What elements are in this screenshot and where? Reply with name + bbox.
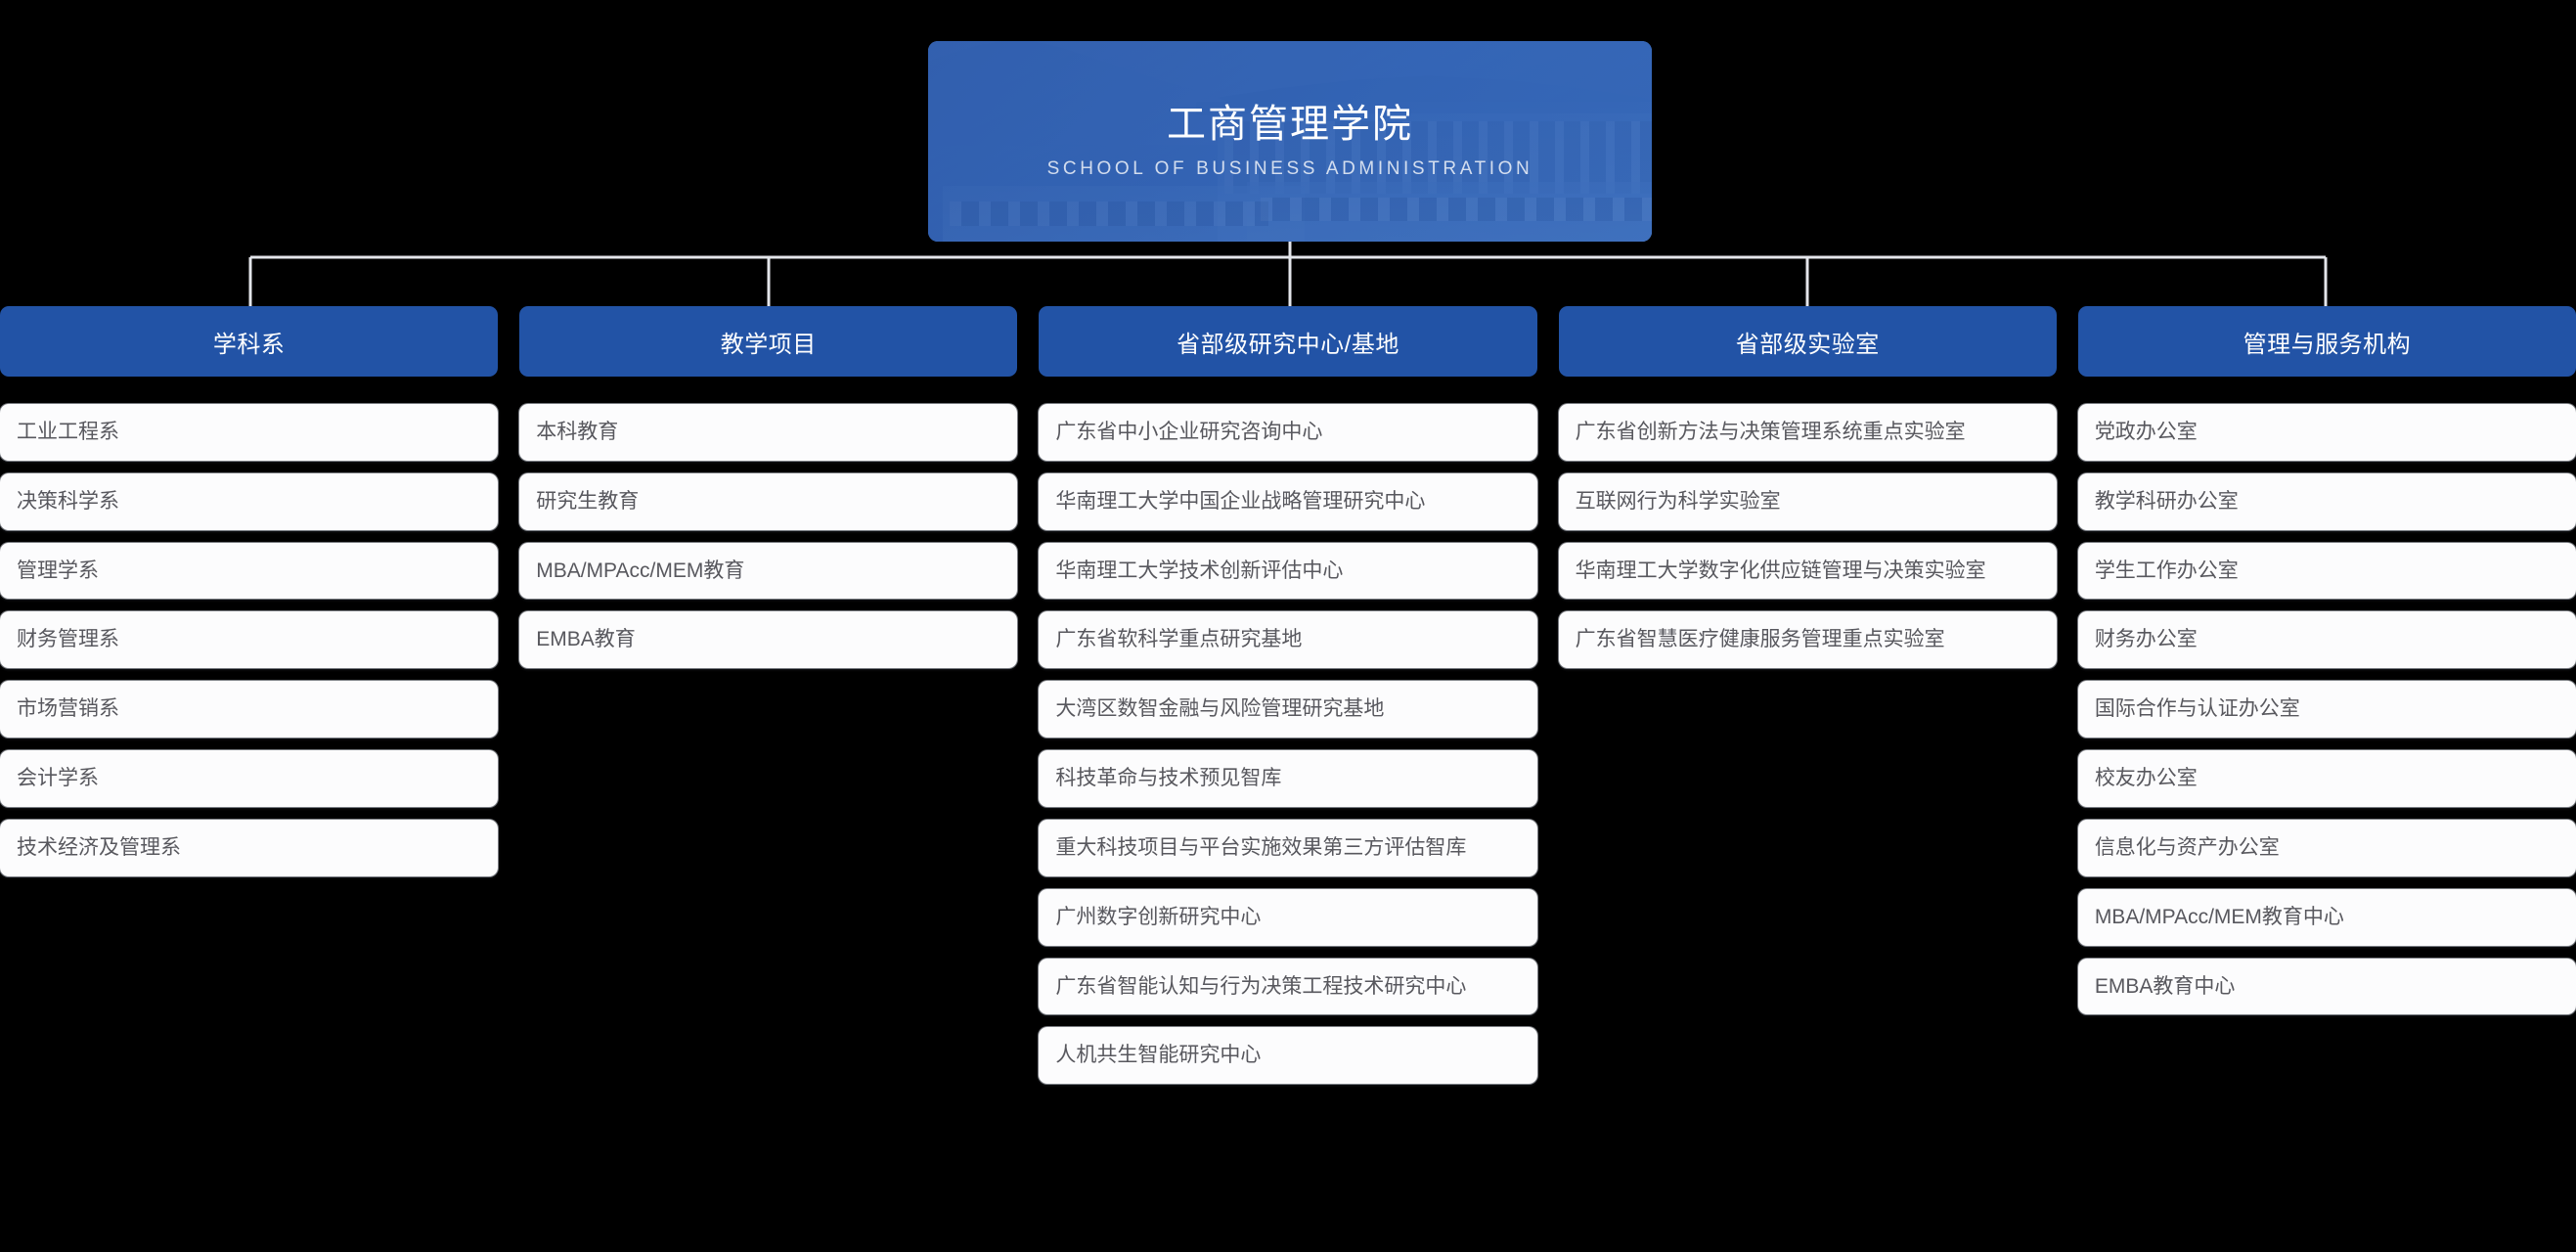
column-header-laboratories[interactable]: 省部级实验室 — [1558, 306, 2057, 377]
list-item[interactable]: 华南理工大学技术创新评估中心 — [1039, 542, 1537, 600]
list-item[interactable]: 管理学系 — [0, 542, 499, 600]
list-item[interactable]: 人机共生智能研究中心 — [1039, 1027, 1537, 1085]
list-item[interactable]: 教学科研办公室 — [2077, 472, 2576, 530]
column-teaching-programs: 教学项目 本科教育 研究生教育 MBA/MPAcc/MEM教育 EMBA教育 — [519, 306, 1018, 1084]
list-item[interactable]: 国际合作与认证办公室 — [2077, 681, 2576, 738]
list-item[interactable]: 广东省创新方法与决策管理系统重点实验室 — [1558, 404, 2057, 461]
column-laboratories: 省部级实验室 广东省创新方法与决策管理系统重点实验室 互联网行为科学实验室 华南… — [1558, 306, 2057, 1084]
photo-blue-tint-overlay — [928, 41, 1652, 242]
root-title-english: SCHOOL OF BUSINESS ADMINISTRATION — [1046, 158, 1533, 179]
column-items-teaching-programs: 本科教育 研究生教育 MBA/MPAcc/MEM教育 EMBA教育 — [519, 404, 1018, 669]
list-item[interactable]: 党政办公室 — [2077, 404, 2576, 461]
column-research-centers: 省部级研究中心/基地 广东省中小企业研究咨询中心 华南理工大学中国企业战略管理研… — [1039, 306, 1537, 1085]
root-node[interactable]: 工商管理学院 SCHOOL OF BUSINESS ADMINISTRATION — [928, 41, 1652, 242]
list-item[interactable]: 决策科学系 — [0, 472, 499, 530]
column-departments: 学科系 工业工程系 决策科学系 管理学系 财务管理系 市场营销系 会计学系 技术… — [0, 306, 499, 1084]
list-item[interactable]: 广东省中小企业研究咨询中心 — [1039, 404, 1537, 461]
column-items-departments: 工业工程系 决策科学系 管理学系 财务管理系 市场营销系 会计学系 技术经济及管… — [0, 404, 499, 876]
root-node-text: 工商管理学院 SCHOOL OF BUSINESS ADMINISTRATION — [928, 41, 1652, 242]
list-item[interactable]: 本科教育 — [519, 404, 1018, 461]
list-item[interactable]: 信息化与资产办公室 — [2077, 819, 2576, 876]
list-item[interactable]: 校友办公室 — [2077, 750, 2576, 807]
org-chart-columns: 学科系 工业工程系 决策科学系 管理学系 财务管理系 市场营销系 会计学系 技术… — [0, 306, 2576, 1085]
column-items-laboratories: 广东省创新方法与决策管理系统重点实验室 互联网行为科学实验室 华南理工大学数字化… — [1558, 404, 2057, 669]
list-item[interactable]: 学生工作办公室 — [2077, 542, 2576, 600]
list-item[interactable]: 财务办公室 — [2077, 611, 2576, 669]
list-item[interactable]: 互联网行为科学实验室 — [1558, 472, 2057, 530]
list-item[interactable]: 重大科技项目与平台实施效果第三方评估智库 — [1039, 819, 1537, 876]
list-item[interactable]: 工业工程系 — [0, 404, 499, 461]
list-item[interactable]: 华南理工大学中国企业战略管理研究中心 — [1039, 472, 1537, 530]
root-title-chinese: 工商管理学院 — [1167, 103, 1413, 146]
column-header-research-centers[interactable]: 省部级研究中心/基地 — [1039, 306, 1537, 377]
column-header-teaching-programs[interactable]: 教学项目 — [519, 306, 1018, 377]
column-items-admin-service: 党政办公室 教学科研办公室 学生工作办公室 财务办公室 国际合作与认证办公室 校… — [2077, 404, 2576, 1015]
list-item[interactable]: 广东省智能认知与行为决策工程技术研究中心 — [1039, 958, 1537, 1015]
column-header-admin-service[interactable]: 管理与服务机构 — [2077, 306, 2576, 377]
list-item[interactable]: 科技革命与技术预见智库 — [1039, 750, 1537, 807]
list-item[interactable]: 会计学系 — [0, 750, 499, 807]
list-item[interactable]: EMBA教育中心 — [2077, 958, 2576, 1015]
list-item[interactable]: 财务管理系 — [0, 611, 499, 669]
list-item[interactable]: 广东省智慧医疗健康服务管理重点实验室 — [1558, 611, 2057, 669]
list-item[interactable]: 市场营销系 — [0, 681, 499, 738]
list-item[interactable]: 技术经济及管理系 — [0, 819, 499, 876]
list-item[interactable]: 广东省软科学重点研究基地 — [1039, 611, 1537, 669]
column-items-research-centers: 广东省中小企业研究咨询中心 华南理工大学中国企业战略管理研究中心 华南理工大学技… — [1039, 404, 1537, 1085]
list-item[interactable]: 广州数字创新研究中心 — [1039, 888, 1537, 946]
list-item[interactable]: 研究生教育 — [519, 472, 1018, 530]
list-item[interactable]: MBA/MPAcc/MEM教育中心 — [2077, 888, 2576, 946]
list-item[interactable]: EMBA教育 — [519, 611, 1018, 669]
column-header-departments[interactable]: 学科系 — [0, 306, 499, 377]
list-item[interactable]: 大湾区数智金融与风险管理研究基地 — [1039, 681, 1537, 738]
list-item[interactable]: MBA/MPAcc/MEM教育 — [519, 542, 1018, 600]
column-admin-service: 管理与服务机构 党政办公室 教学科研办公室 学生工作办公室 财务办公室 国际合作… — [2077, 306, 2576, 1084]
list-item[interactable]: 华南理工大学数字化供应链管理与决策实验室 — [1558, 542, 2057, 600]
